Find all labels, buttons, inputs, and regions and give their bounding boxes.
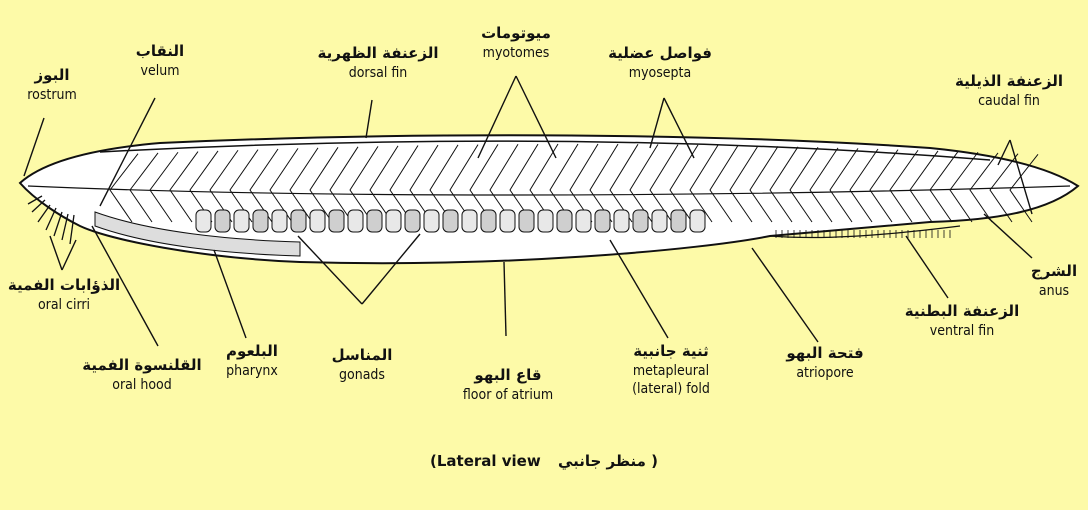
label-metapleural-fold-en: metapleural <box>606 364 736 378</box>
gonad <box>500 210 515 232</box>
gonad <box>652 210 667 232</box>
label-atriopore-en: atriopore <box>770 366 880 380</box>
pointer-dorsal-fin <box>366 100 372 138</box>
gonad <box>253 210 268 232</box>
pointer-oral-cirri-b <box>62 240 76 270</box>
gonad <box>424 210 439 232</box>
pointer-atriopore <box>752 248 818 342</box>
label-atriopore-ar: فتحة البهو <box>770 346 880 361</box>
label-caudal-fin: الزعنفة الذيلية caudal fin <box>944 74 1074 108</box>
label-anus: الشرج anus <box>1024 264 1084 298</box>
label-myosepta-en: myosepta <box>600 66 720 80</box>
label-rostrum-en: rostrum <box>12 88 92 102</box>
label-velum-ar: النقاب <box>120 44 200 59</box>
label-caudal-fin-en: caudal fin <box>944 94 1074 108</box>
pointer-rostrum <box>24 118 44 176</box>
label-oral-cirri-en: oral cirri <box>6 298 122 312</box>
gonad <box>405 210 420 232</box>
gonad <box>348 210 363 232</box>
gonad <box>633 210 648 232</box>
label-metapleural-fold-en2: (lateral) fold <box>606 382 736 396</box>
pointer-oral-cirri-a <box>50 236 62 270</box>
gonad <box>690 210 705 232</box>
label-gonads-en: gonads <box>322 368 402 382</box>
gonad <box>234 210 249 232</box>
label-pharynx-ar: البلعوم <box>212 344 292 359</box>
gonad <box>538 210 553 232</box>
pointer-metapleural-fold <box>610 240 668 338</box>
label-oral-cirri-ar: الذؤابات الفمية <box>6 278 122 293</box>
label-myotomes-en: myotomes <box>456 46 576 60</box>
label-myotomes-ar: ميوتومات <box>456 26 576 41</box>
label-metapleural-fold: ثنية جانبية metapleural (lateral) fold <box>606 344 736 396</box>
gonad <box>519 210 534 232</box>
label-ventral-fin-en: ventral fin <box>902 324 1022 338</box>
gonad <box>595 210 610 232</box>
figure-caption: (Lateral view منظر جانبي ) <box>0 452 1088 470</box>
caption-en: (Lateral view <box>430 452 541 470</box>
label-myosepta: فواصل عضلية myosepta <box>600 46 720 80</box>
gonad <box>272 210 287 232</box>
label-floor-of-atrium-ar: قاع البهو <box>436 368 580 383</box>
label-gonads-ar: المناسل <box>322 348 402 363</box>
gonad <box>614 210 629 232</box>
gonad <box>557 210 572 232</box>
gonad <box>291 210 306 232</box>
gonad <box>462 210 477 232</box>
label-velum: النقاب velum <box>120 44 200 78</box>
label-ventral-fin: الزعنفة البطنية ventral fin <box>902 304 1022 338</box>
label-oral-hood-en: oral hood <box>82 378 202 392</box>
gonad-row <box>196 210 705 232</box>
label-pharynx-en: pharynx <box>212 364 292 378</box>
label-caudal-fin-ar: الزعنفة الذيلية <box>944 74 1074 89</box>
label-oral-cirri: الذؤابات الفمية oral cirri <box>6 278 122 312</box>
gonad <box>386 210 401 232</box>
pointer-pharynx <box>214 250 246 338</box>
gonad <box>367 210 382 232</box>
label-floor-of-atrium-en: floor of atrium <box>436 388 580 402</box>
gonad <box>310 210 325 232</box>
pointer-anus <box>984 214 1032 258</box>
label-myosepta-ar: فواصل عضلية <box>600 46 720 61</box>
label-floor-of-atrium: قاع البهو floor of atrium <box>436 368 580 402</box>
label-gonads: المناسل gonads <box>322 348 402 382</box>
label-myotomes: ميوتومات myotomes <box>456 26 576 60</box>
label-rostrum: البوز rostrum <box>12 68 92 102</box>
label-ventral-fin-ar: الزعنفة البطنية <box>902 304 1022 319</box>
amphioxus-body <box>20 135 1078 263</box>
label-dorsal-fin: الزعنفة الظهرية dorsal fin <box>308 46 448 80</box>
gonad <box>576 210 591 232</box>
gonad <box>215 210 230 232</box>
pointer-ventral-fin <box>906 236 948 298</box>
label-atriopore: فتحة البهو atriopore <box>770 346 880 380</box>
label-anus-en: anus <box>1024 284 1084 298</box>
gonad <box>196 210 211 232</box>
gonad <box>443 210 458 232</box>
caption-ar: منظر جانبي ) <box>558 452 658 470</box>
pointer-floor-of-atrium <box>504 262 506 336</box>
label-metapleural-fold-ar: ثنية جانبية <box>606 344 736 359</box>
label-oral-hood: القلنسوة الفمية oral hood <box>82 358 202 392</box>
label-dorsal-fin-ar: الزعنفة الظهرية <box>308 46 448 61</box>
label-pharynx: البلعوم pharynx <box>212 344 292 378</box>
gonad <box>329 210 344 232</box>
label-anus-ar: الشرج <box>1024 264 1084 279</box>
label-rostrum-ar: البوز <box>12 68 92 83</box>
gonad <box>481 210 496 232</box>
label-dorsal-fin-en: dorsal fin <box>308 66 448 80</box>
label-oral-hood-ar: القلنسوة الفمية <box>82 358 202 373</box>
gonad <box>671 210 686 232</box>
label-velum-en: velum <box>120 64 200 78</box>
